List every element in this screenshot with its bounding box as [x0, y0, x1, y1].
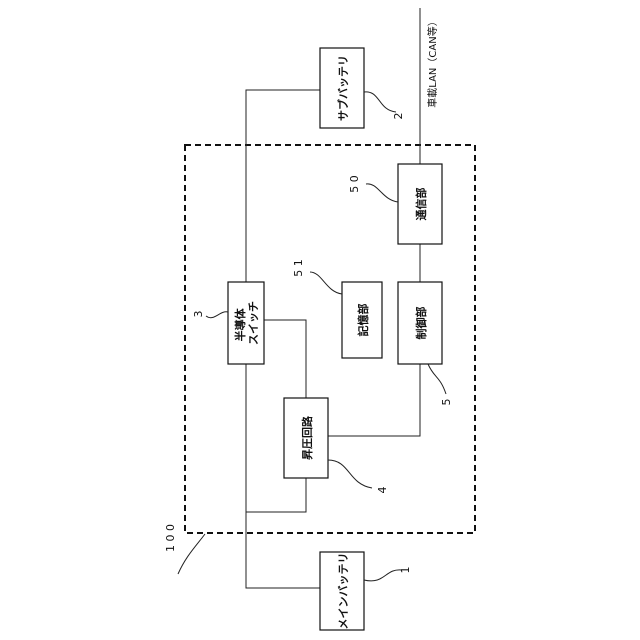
block-sub-battery: サブバッテリ — [320, 48, 364, 128]
comm-unit-label: 通信部 — [414, 188, 428, 221]
leader-1 — [364, 570, 402, 581]
ref-comm-unit: 5 0 — [348, 175, 361, 193]
ref-device: 1 0 0 — [164, 524, 177, 552]
leader-50 — [366, 184, 398, 202]
semiconductor-switch-label: 半導体 スイッチ — [233, 301, 260, 345]
sub-battery-label: サブバッテリ — [336, 55, 350, 121]
ref-semiconductor-switch: 3 — [192, 311, 205, 318]
main-battery-label: メインバッテリ — [337, 553, 350, 630]
wire-boost-to-switch — [264, 320, 306, 398]
block-main-battery: メインバッテリ — [320, 552, 364, 630]
block-control-unit: 制御部 — [398, 282, 442, 364]
ref-main-battery: 1 — [399, 567, 412, 574]
storage-unit-label: 記憶部 — [356, 304, 370, 337]
leader-51 — [310, 272, 342, 294]
leader-5 — [428, 364, 446, 394]
control-unit-label: 制御部 — [414, 307, 428, 340]
block-semiconductor-switch: 半導体 スイッチ — [228, 282, 264, 364]
boost-circuit-label: 昇圧回路 — [300, 415, 314, 460]
ref-storage-unit: 5 1 — [292, 259, 305, 277]
block-storage-unit: 記憶部 — [342, 282, 382, 358]
wire-switch-to-sub-battery — [246, 90, 320, 282]
leader-4 — [328, 460, 372, 488]
leader-3 — [206, 312, 228, 318]
ref-sub-battery: 2 — [392, 113, 405, 120]
block-comm-unit: 通信部 — [398, 164, 442, 244]
block-boost-circuit: 昇圧回路 — [284, 398, 328, 478]
leader-100 — [178, 534, 205, 574]
wire-rail-to-boost — [246, 478, 306, 512]
leader-2 — [364, 92, 396, 112]
vehicle-lan-label: 車載LAN（CAN等） — [426, 16, 439, 107]
wire-control-to-boost — [328, 364, 420, 436]
ref-control-unit: 5 — [440, 399, 453, 406]
ref-boost-circuit: 4 — [376, 487, 389, 494]
